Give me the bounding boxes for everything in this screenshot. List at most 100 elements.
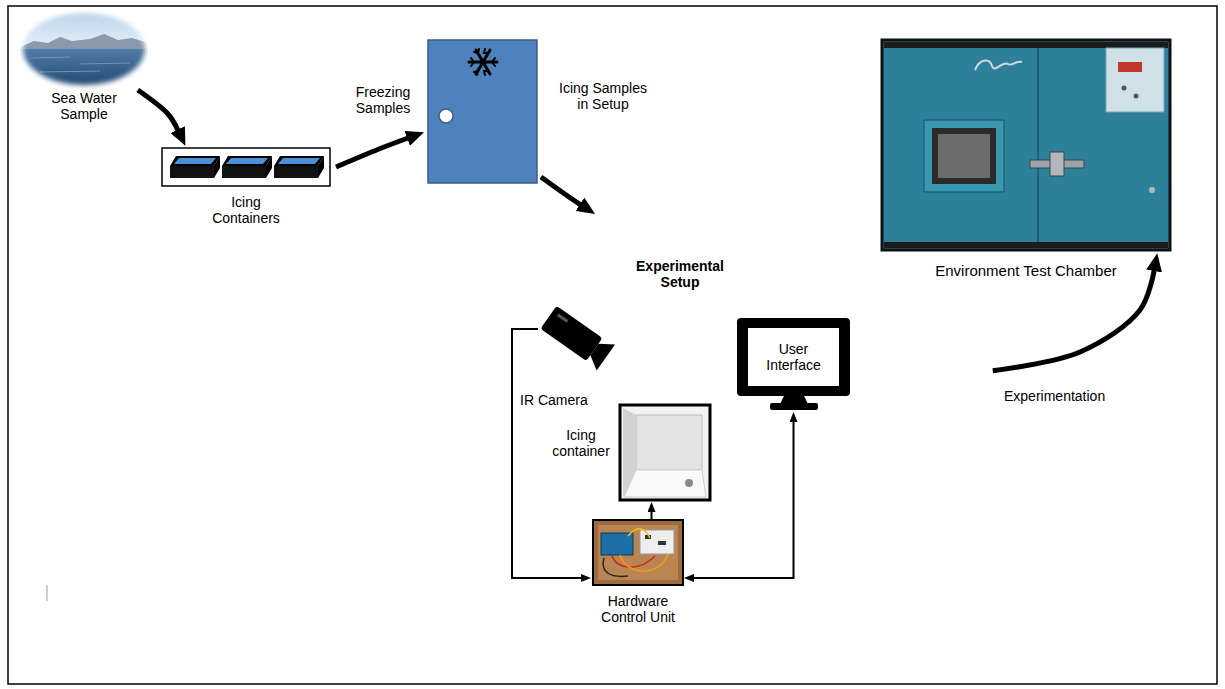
containers-tray: Icing Containers xyxy=(162,148,330,186)
control-unit-photo xyxy=(658,541,666,545)
freezer-drawing xyxy=(428,40,537,183)
signal-wire xyxy=(693,421,794,578)
test-chamber-photo xyxy=(938,134,990,178)
control-unit-photo xyxy=(612,555,655,567)
camera-icon: IR Camera xyxy=(538,300,625,380)
chamber-photo: Environment Test Chamber xyxy=(882,40,1170,250)
sea-photo xyxy=(20,34,148,51)
test-chamber-photo xyxy=(1050,152,1064,176)
label-holder: Experimental Setup xyxy=(630,258,730,290)
node-label: Icing Containers xyxy=(201,194,291,226)
monitor-icon xyxy=(780,396,808,404)
test-chamber-photo xyxy=(932,128,996,184)
icing-containers-drawing xyxy=(278,158,320,164)
sample-photo: Sea Water Sample xyxy=(20,10,148,88)
icing-containers-drawing xyxy=(226,158,268,164)
flow-arrow xyxy=(541,177,581,205)
label-holder: Icing Samples in Setup xyxy=(555,80,651,112)
monitor-icon xyxy=(770,403,818,410)
flow-arrow xyxy=(336,138,408,167)
freezer-drawing xyxy=(439,109,453,123)
ir-camera-icon xyxy=(540,306,602,361)
sea-photo xyxy=(20,49,148,89)
control-unit-photo xyxy=(603,558,628,576)
sea-photo xyxy=(30,57,130,72)
icing-containers-drawing xyxy=(162,148,330,186)
test-chamber-photo xyxy=(884,42,1168,48)
icing-container-photo xyxy=(636,415,702,470)
freezer-drawing xyxy=(428,40,537,183)
label-holder: Icing Containers xyxy=(201,194,291,226)
node-label: Experimental Setup xyxy=(630,258,730,290)
ir-camera-icon xyxy=(585,336,615,370)
snowflake-symbol xyxy=(471,49,495,75)
freezer-drawing xyxy=(480,59,487,66)
node-label: Hardware Control Unit xyxy=(593,593,683,625)
icing-containers-drawing xyxy=(266,156,272,178)
test-chamber-photo xyxy=(882,40,1170,250)
icing-containers-drawing xyxy=(170,156,220,166)
icing-container-photo xyxy=(624,470,706,497)
test-chamber-photo xyxy=(1030,160,1084,168)
sea-photo xyxy=(20,10,148,50)
ir-camera-icon xyxy=(539,304,615,370)
test-chamber-photo xyxy=(884,242,1168,248)
arrow-label: Icing Samples in Setup xyxy=(555,80,651,112)
flow-arrow xyxy=(993,270,1155,371)
icing-container-photo xyxy=(620,405,710,500)
icing-containers-drawing xyxy=(274,156,324,166)
signal-wire xyxy=(651,511,653,519)
setup-region: Experimental SetupIR CameraUser Interfac… xyxy=(427,198,1000,678)
label-holder: Icing container xyxy=(548,427,614,459)
control-unit-photo xyxy=(645,535,651,539)
test-chamber-photo xyxy=(1106,48,1164,112)
ir-camera-icon xyxy=(557,313,569,322)
control-unit-photo xyxy=(598,525,678,580)
test-chamber-photo xyxy=(1037,48,1039,242)
node-label: Icing container xyxy=(548,427,614,459)
node-label: User Interface xyxy=(757,341,831,373)
label-holder: Sea Water Sample xyxy=(44,90,124,122)
node-label: Environment Test Chamber xyxy=(882,262,1170,279)
icing-containers-drawing xyxy=(170,166,214,178)
control-unit-photo xyxy=(620,554,668,571)
control-unit-photo xyxy=(640,530,674,554)
setup-ellipse xyxy=(429,200,999,677)
label-holder: Experimentation xyxy=(1004,388,1105,404)
freezer-box xyxy=(428,40,537,183)
label-holder: User Interface xyxy=(748,328,839,386)
icing-containers-drawing xyxy=(318,156,324,178)
icing-container-photo xyxy=(685,479,693,487)
icing-containers-drawing xyxy=(274,166,318,178)
monitor-icon xyxy=(748,328,839,386)
node-label: Sea Water Sample xyxy=(44,90,124,122)
test-chamber-photo xyxy=(924,120,1004,192)
outer-frame xyxy=(8,6,1217,684)
control-unit-photo xyxy=(601,533,633,555)
icing-containers-drawing xyxy=(174,158,216,164)
node-label: IR Camera xyxy=(520,392,588,408)
control-unit-photo: Hardware Control Unit xyxy=(593,520,683,585)
arrow-label: Experimentation xyxy=(1004,388,1105,404)
test-chamber-photo xyxy=(1122,86,1127,91)
flow-arrow xyxy=(138,90,178,131)
test-chamber-photo xyxy=(882,40,1170,250)
label-holder: Freezing Samples xyxy=(348,84,418,116)
label-holder: Hardware Control Unit xyxy=(593,593,683,625)
snowflake-symbol xyxy=(476,50,490,74)
container-photo: Icing container xyxy=(620,405,710,500)
monitor-icon: User Interface xyxy=(737,318,850,410)
icing-containers-drawing xyxy=(222,156,272,166)
arrow-label: Freezing Samples xyxy=(348,84,418,116)
snowflake-symbol xyxy=(476,50,490,74)
monitor-icon xyxy=(737,318,850,396)
icing-containers-drawing xyxy=(222,166,266,178)
icing-container-photo xyxy=(620,405,710,500)
monitor-icon xyxy=(737,318,850,410)
test-chamber-photo xyxy=(1118,62,1142,72)
control-unit-photo xyxy=(593,520,683,585)
snowflake-symbol xyxy=(469,61,497,64)
snowflake-symbol xyxy=(469,49,497,75)
stray-mark xyxy=(47,585,48,601)
test-chamber-photo xyxy=(1134,94,1139,99)
